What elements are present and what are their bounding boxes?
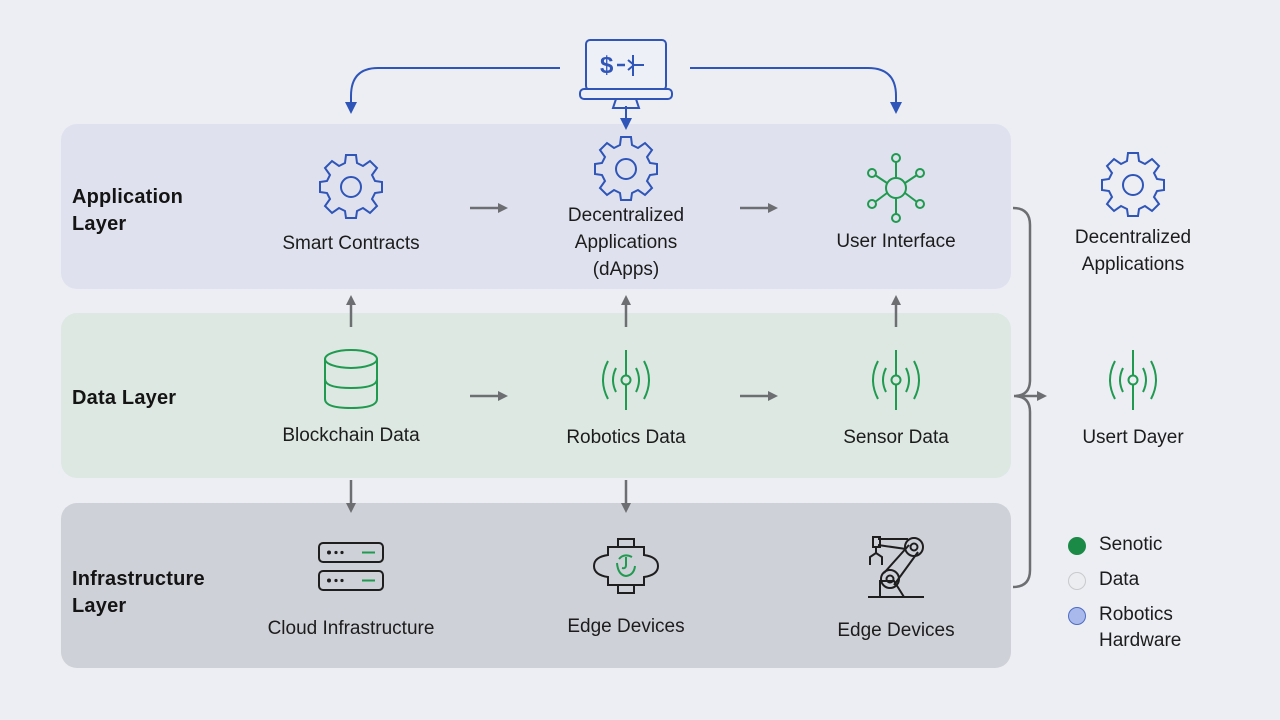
side-node-decentralized-applications: Decentralized Applications (1013, 152, 1253, 278)
database-icon (324, 349, 378, 410)
infrastructure-layer-panel (61, 503, 1011, 668)
server-rack-icon (318, 542, 384, 591)
signal-antenna-icon (872, 350, 920, 410)
legend-item-data: Data (1068, 567, 1248, 593)
application-layer-panel (61, 124, 1011, 289)
side-node-usert-dayer: Usert Dayer (1013, 350, 1253, 451)
top-laptop-node: $ (578, 38, 674, 110)
legend-dot-green (1068, 537, 1086, 555)
node-label: Sensor Data (843, 427, 949, 448)
node-label: Decentralized Applications (dApps) (567, 205, 685, 280)
legend-label: Senotic (1099, 534, 1163, 555)
legend-item-robotics-hardware: Robotics Hardware (1068, 602, 1248, 654)
robot-arm-icon (868, 536, 924, 598)
node-label: Edge Devices (567, 616, 685, 637)
node-label: Edge Devices (837, 620, 955, 641)
node-smart-contracts: Smart Contracts (231, 154, 471, 257)
edge-device-icon (592, 538, 660, 594)
node-user-interface: User Interface (776, 152, 1016, 255)
data-layer-title: Data Layer (72, 387, 177, 409)
legend: Senotic Data Robotics Hardware (1068, 532, 1248, 663)
top-right-arrow (690, 67, 902, 114)
signal-antenna-icon (602, 350, 650, 410)
network-hub-icon (867, 153, 925, 223)
application-layer-title: Application Layer (72, 186, 184, 235)
legend-item-senotic: Senotic (1068, 532, 1248, 558)
legend-label: Data (1099, 569, 1140, 590)
node-label: Decentralized Applications (1074, 227, 1192, 275)
node-cloud-infrastructure: Cloud Infrastructure (231, 541, 471, 642)
legend-label: Robotics Hardware (1099, 604, 1182, 651)
node-label: Smart Contracts (282, 233, 420, 254)
gear-icon (1101, 152, 1165, 217)
node-label: Robotics Data (566, 427, 686, 448)
top-left-arrow (345, 67, 560, 114)
node-sensor-data: Sensor Data (776, 350, 1016, 451)
node-label: Usert Dayer (1082, 427, 1184, 448)
node-label: User Interface (836, 231, 956, 252)
laptop-dollar-icon: $ (579, 39, 673, 109)
signal-antenna-icon (1109, 350, 1157, 410)
node-label: Cloud Infrastructure (267, 618, 435, 639)
node-blockchain-data: Blockchain Data (231, 348, 471, 449)
infrastructure-layer-title: Infrastructure Layer (72, 568, 205, 617)
node-dapps: Decentralized Applications (dApps) (506, 136, 746, 283)
data-layer-panel (61, 313, 1011, 478)
node-edge-devices-2: Edge Devices (776, 535, 1016, 644)
node-robotics-data: Robotics Data (506, 350, 746, 451)
svg-text:$: $ (600, 52, 614, 79)
gear-icon (594, 136, 658, 201)
legend-dot-white (1068, 572, 1086, 590)
node-edge-devices-1: Edge Devices (506, 537, 746, 640)
node-label: Blockchain Data (282, 425, 420, 446)
gear-icon (319, 154, 383, 219)
legend-dot-blue (1068, 607, 1086, 625)
